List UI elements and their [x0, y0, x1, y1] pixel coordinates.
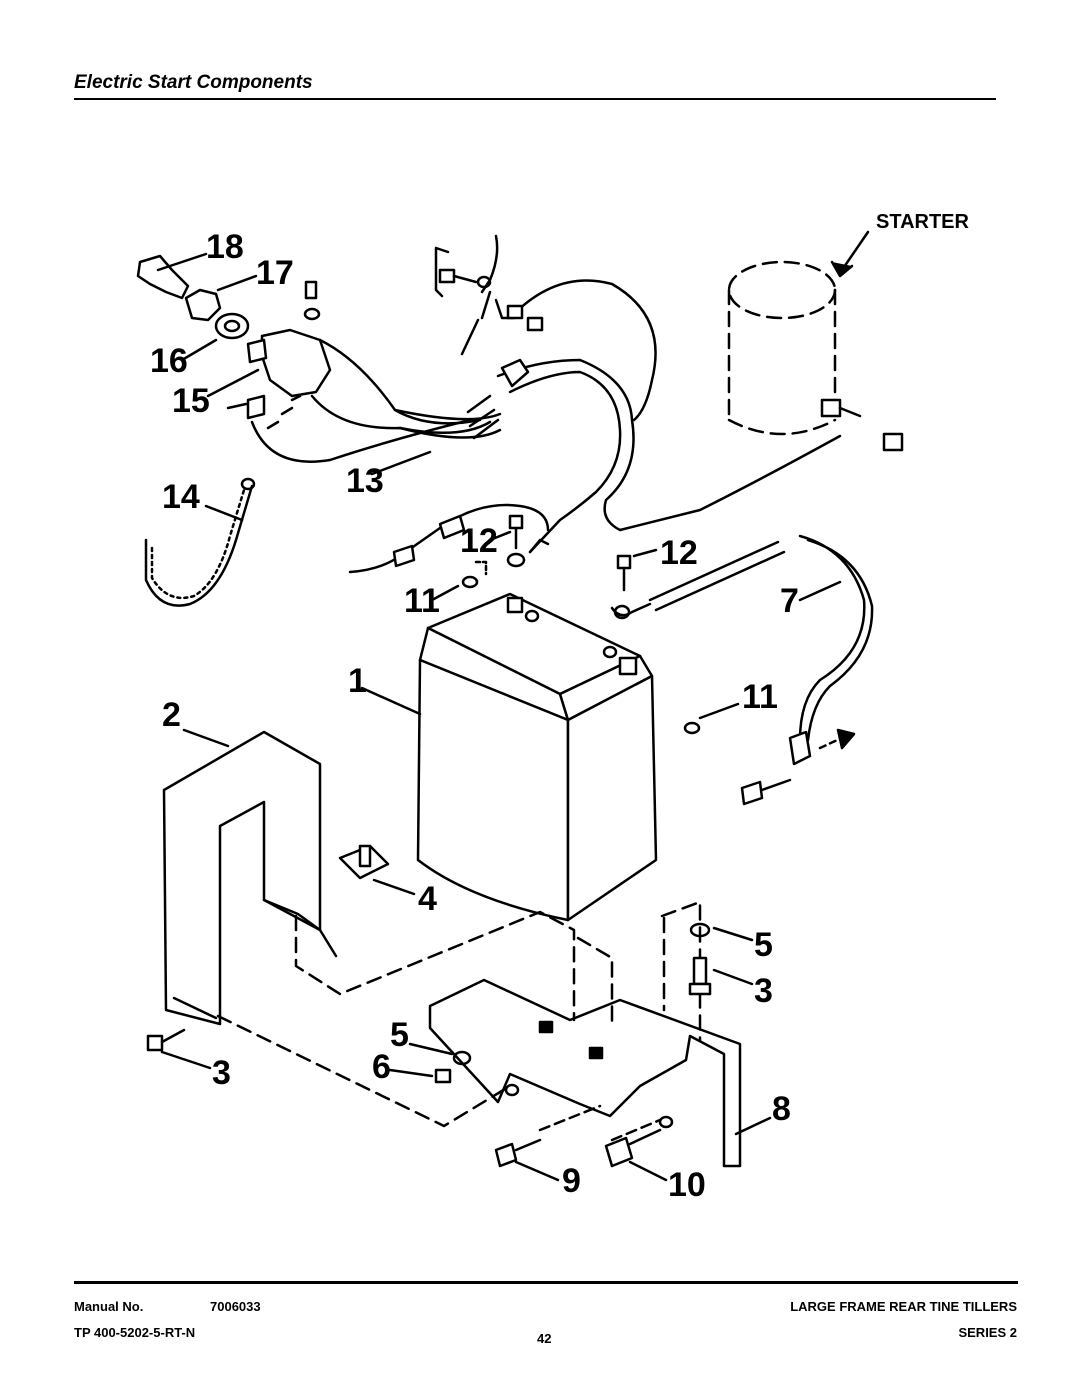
footer-rule — [74, 1281, 1018, 1284]
callout-6: 6 — [372, 1048, 391, 1086]
hold-down-part — [162, 730, 322, 1026]
title-rule — [74, 98, 996, 100]
battery-cable-part — [648, 540, 786, 612]
starter-label: STARTER — [876, 211, 970, 233]
manual-number: 7006033 — [210, 1299, 261, 1314]
callout-4: 4 — [418, 880, 437, 918]
hex-nut-part — [184, 288, 222, 322]
starter-terminal — [820, 398, 842, 418]
callout-14: 14 — [162, 478, 200, 516]
callout-5a: 5 — [754, 926, 773, 964]
ground-strap-part — [144, 484, 254, 607]
key-part — [136, 254, 190, 300]
callout-17: 17 — [256, 254, 294, 292]
starter-arrow — [840, 230, 870, 272]
callout-10: 10 — [668, 1166, 706, 1204]
callout-18: 18 — [206, 228, 244, 266]
tp-number: TP 400-5202-5-RT-N — [74, 1325, 196, 1340]
battery-part — [416, 592, 658, 922]
callout-11a: 11 — [404, 582, 440, 620]
callout-5b: 5 — [390, 1016, 409, 1054]
page-number: 42 — [537, 1331, 552, 1346]
ignition-switch-part — [260, 328, 332, 398]
callout-12b: 12 — [660, 534, 698, 572]
callout-12a: 12 — [460, 522, 498, 560]
callout-15: 15 — [172, 382, 210, 420]
starter-nut — [882, 432, 904, 452]
callout-3a: 3 — [754, 972, 773, 1010]
callout-1: 1 — [348, 662, 367, 700]
product-name: LARGE FRAME REAR TINE TILLERS — [790, 1299, 1017, 1314]
callout-16: 16 — [150, 342, 188, 380]
page-title: Electric Start Components — [74, 72, 313, 93]
callout-13: 13 — [346, 462, 384, 500]
callout-3b: 3 — [212, 1054, 231, 1092]
callout-8: 8 — [772, 1090, 791, 1128]
starter-outline — [727, 260, 837, 436]
callout-9: 9 — [562, 1162, 581, 1200]
series-label: SERIES 2 — [958, 1325, 1017, 1340]
callout-7: 7 — [780, 582, 799, 620]
callout-2: 2 — [162, 696, 181, 734]
callout-11b: 11 — [742, 678, 778, 716]
manual-label: Manual No. — [74, 1299, 144, 1314]
battery-tray-part — [428, 978, 742, 1168]
lock-washer-part — [214, 312, 250, 340]
